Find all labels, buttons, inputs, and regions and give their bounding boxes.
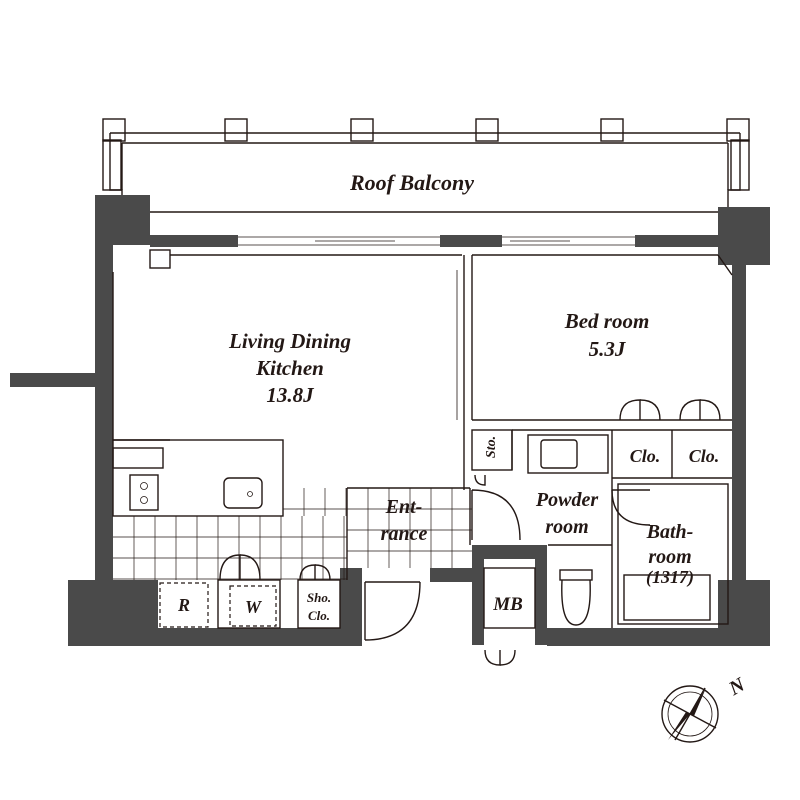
roof-balcony-label: Roof Balcony <box>349 170 474 195</box>
powder-room-label-line1: Powder <box>535 489 598 511</box>
meter-box-label: MB <box>492 594 523 615</box>
roof-balcony <box>102 118 750 213</box>
closet-label-2: Clo. <box>689 446 720 466</box>
bathroom-label-line1: Bath- <box>646 521 694 543</box>
washer-label: W <box>245 597 263 617</box>
ldk-label-line2: Kitchen <box>255 356 324 380</box>
bathroom-size: (1317) <box>646 567 694 588</box>
bedroom-label: Bed room <box>564 309 650 333</box>
entrance-label-line2: rance <box>381 523 428 545</box>
bedroom-size: 5.3J <box>589 337 627 361</box>
appliances <box>159 567 536 629</box>
closet-label-1: Clo. <box>630 446 661 466</box>
storage-label: Sto. <box>484 436 499 458</box>
north-label: N <box>724 673 750 701</box>
entrance-label-line1: Ent- <box>385 496 423 518</box>
ldk-size: 13.8J <box>266 383 315 407</box>
kitchen-counter <box>112 439 284 517</box>
windows <box>238 236 635 246</box>
walls <box>10 195 770 646</box>
bathroom-label-line2: room <box>648 546 691 568</box>
north-compass-icon <box>661 685 719 743</box>
shoe-closet-label-line1: Sho. <box>307 590 331 605</box>
refrigerator-label: R <box>177 595 190 615</box>
tile-floor <box>113 488 472 580</box>
interior-walls <box>112 254 733 628</box>
doors <box>219 399 721 666</box>
shoe-closet-label-line2: Clo. <box>308 608 330 623</box>
ldk-label-line1: Living Dining <box>228 329 351 353</box>
powder-room-label-line2: room <box>545 516 588 538</box>
